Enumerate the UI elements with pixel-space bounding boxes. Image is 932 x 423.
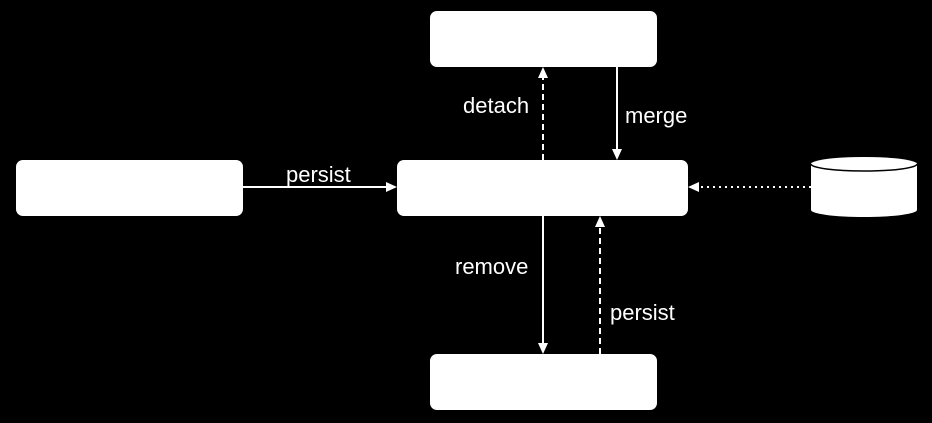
arrowhead-down [538, 343, 548, 354]
edge-label-merge: merge [625, 103, 687, 128]
edge-remove: remove [455, 216, 548, 354]
edge-label-remove: remove [455, 254, 528, 279]
node-managed [397, 160, 688, 216]
edge-label-persist-removed: persist [610, 300, 675, 325]
edge-merge: merge [612, 67, 687, 160]
edge-label-persist-new: persist [286, 162, 351, 187]
edge-detach: detach [463, 67, 548, 160]
edge-label-detach: detach [463, 93, 529, 118]
node-removed [430, 354, 657, 410]
arrowhead-left [688, 182, 699, 192]
edge-persist-new: persist [243, 162, 397, 192]
arrowhead-down [612, 149, 622, 160]
node-detached [430, 11, 657, 67]
node-new [16, 160, 243, 216]
arrowhead-right [386, 182, 397, 192]
edge-persist-removed: persist [595, 216, 675, 354]
arrowhead-up [538, 67, 548, 78]
arrowhead-up [595, 216, 605, 227]
edge-load [688, 182, 811, 192]
database-cylinder-icon [810, 157, 918, 217]
